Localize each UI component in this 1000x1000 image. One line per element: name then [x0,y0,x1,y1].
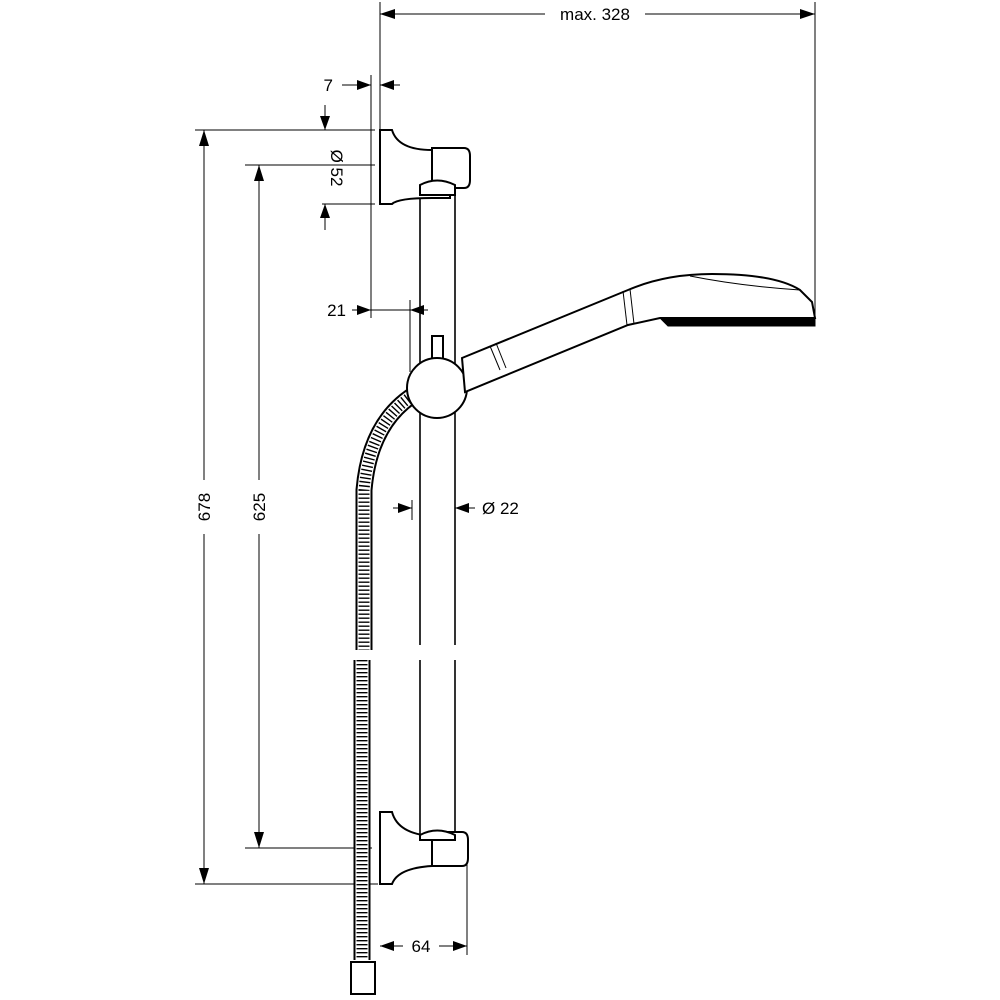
dimension-rail-offset [352,305,428,315]
dimension-rail-diameter [393,503,475,513]
label-rail-offset: 21 [327,301,346,320]
label-max-width: max. 328 [560,5,630,24]
label-bracket-spacing: 625 [250,493,269,521]
shower-hose [350,384,423,995]
dimension-bracket-diameter [320,105,330,230]
shower-rail [419,180,456,835]
label-rail-diameter: Ø 22 [482,499,519,518]
label-wall-offset: 7 [324,76,333,95]
dimension-bracket-depth [380,936,467,956]
bottom-wall-bracket [379,811,469,885]
slider [406,335,468,419]
hand-shower [460,272,817,394]
dimension-wall-offset [342,80,400,90]
dimension-total-height [194,130,214,884]
top-wall-bracket [379,129,471,205]
dimension-bracket-spacing [249,165,269,848]
label-bracket-diameter: Ø 52 [327,150,346,187]
dimension-max-width [380,3,815,25]
label-bracket-depth: 64 [412,937,431,956]
label-total-height: 678 [195,493,214,521]
extension-lines [195,2,816,955]
